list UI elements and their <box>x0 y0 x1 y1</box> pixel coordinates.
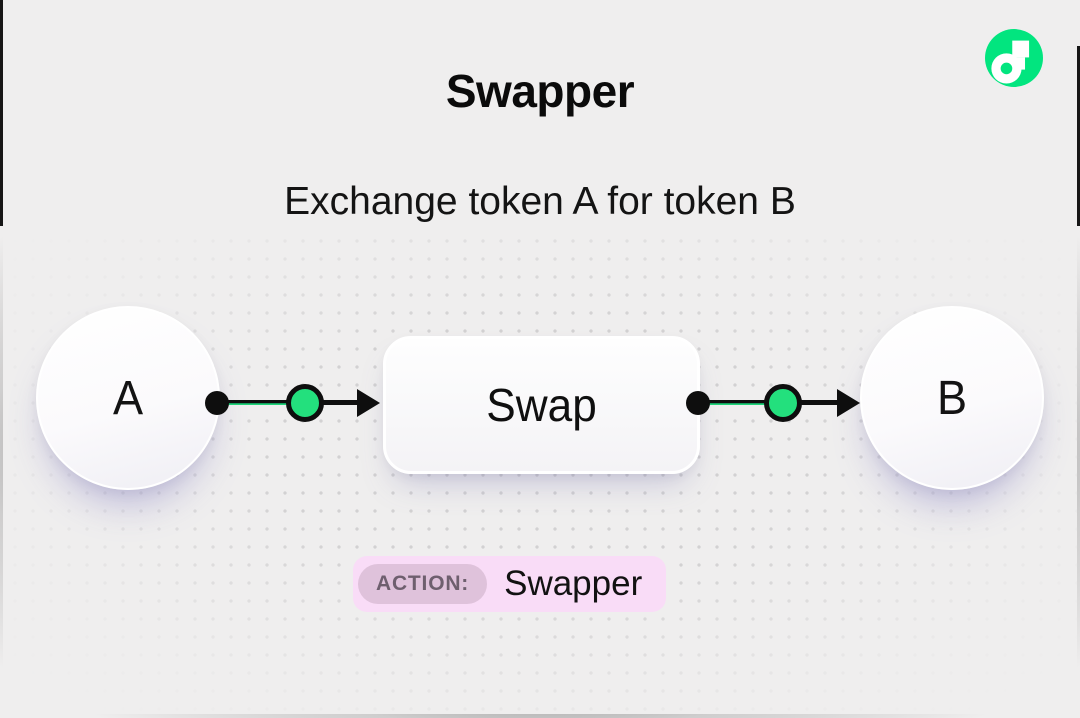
flow-logo-icon <box>985 29 1043 87</box>
token-b-node: B <box>860 306 1044 490</box>
page-title: Swapper <box>445 65 635 117</box>
connector-left-green-node <box>286 384 324 422</box>
page-subtitle: Exchange token A for token B <box>284 180 796 223</box>
connector-right-line <box>781 400 839 405</box>
connector-right-line-green <box>696 400 785 405</box>
connector-right-start-dot <box>686 391 710 415</box>
action-badge-label: ACTION: <box>358 564 488 604</box>
swap-process-label: Swap <box>486 379 597 431</box>
swap-process-node: Swap <box>383 336 700 474</box>
connector-left-start-dot <box>205 391 229 415</box>
connector-right-green-node <box>764 384 802 422</box>
connector-left-line-green <box>215 400 307 405</box>
action-badge: ACTION: Swapper <box>353 556 667 612</box>
connector-right-arrowhead-icon <box>837 389 860 417</box>
connector-left-line <box>303 400 360 405</box>
token-a-label: A <box>112 371 144 425</box>
action-badge-value: Swapper <box>504 564 643 603</box>
token-b-label: B <box>936 371 968 425</box>
token-a-node: A <box>36 306 220 490</box>
connector-left-arrowhead-icon <box>357 389 380 417</box>
